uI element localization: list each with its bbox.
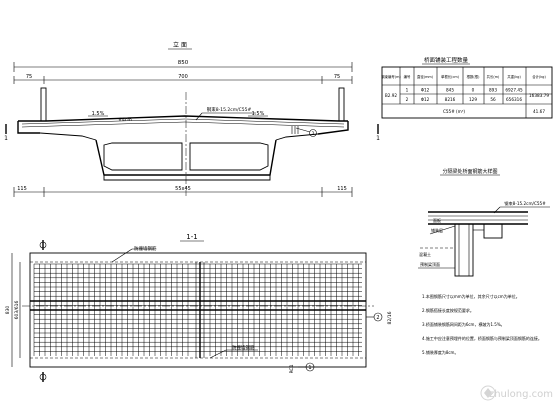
left-barrier-post <box>40 87 47 122</box>
detail-label-c: 混凝土 <box>419 251 431 257</box>
section-mark-right: 1 <box>376 135 380 142</box>
detail-title: 分隔梁处桥面钢筋大样图 <box>442 168 497 175</box>
r2-len: 8216 <box>445 97 456 102</box>
marker-2-label: 2 <box>312 131 315 137</box>
quantity-table: 桥面铺装工程数量 钢束编号(m) 编号 直径(mm) 单根长(cm) 根数(根)… <box>381 56 553 119</box>
r2-dia: Φ12 <box>421 97 430 102</box>
note-4: 4.施工中应注意预埋件的位置，桥面钢筋与预制梁顶面钢筋的连接。 <box>422 335 542 341</box>
note-1: 1.本图钢筋尺寸以mm为单位，其余尺寸以cm为单位。 <box>422 293 520 299</box>
plan-dim-left-2: 603/616 <box>14 301 20 320</box>
detail-label-b: 铺装层 <box>431 227 443 233</box>
th-0: 钢束编号(m) <box>381 74 401 79</box>
deck-slab-outline <box>17 115 349 181</box>
watermark-text: zhulong.com <box>489 389 553 400</box>
th-5: 共长(m) <box>487 74 500 79</box>
elevation-top-dimension: 850 <box>13 60 353 72</box>
r2-total-len: 56 <box>490 97 496 102</box>
elevation-view: 立 面 850 75 700 75 <box>4 41 380 197</box>
r1-dia: Φ12 <box>421 88 430 93</box>
r2-count: 129 <box>469 97 477 102</box>
rebar-note: 钢束8-15.2cm/C55# <box>207 106 252 113</box>
section-mark-left: 1 <box>4 135 8 142</box>
marker-circle-2 <box>309 129 317 137</box>
slope-right: 1.5% <box>252 111 265 117</box>
plan-dim-left-1: 830 <box>5 306 11 315</box>
right-barrier-post <box>338 87 345 122</box>
detail-view: 分隔梁处桥面钢筋大样图 钢束8-15.2cm/C55# 面板 铺装层 混凝土 预… <box>418 168 550 277</box>
plan-label-top: 防撞墙钢筋 <box>134 245 157 252</box>
detail-section <box>420 211 528 277</box>
dim-left-75: 75 <box>26 74 32 80</box>
r-sum: 16383.79 <box>529 93 549 98</box>
r1-count: 0 <box>472 88 475 93</box>
detail-label-d: 预制梁顶面 <box>420 261 440 267</box>
th-6: 共重(kg) <box>507 74 521 79</box>
dim-total-850: 850 <box>178 60 189 66</box>
dim-right-75: 75 <box>334 74 340 80</box>
note-2: 2.钢筋搭接长度按规范要求。 <box>422 307 474 313</box>
plan-dim-right: 82/16 <box>387 311 393 324</box>
row-group: B2.92 <box>385 93 398 98</box>
dim-bottom-right: 115 <box>337 186 347 192</box>
cover-note: #4cm <box>118 117 132 123</box>
th-2: 直径(mm) <box>417 74 434 79</box>
r1-weight: 6927.45 <box>505 88 523 93</box>
watermark-logo: zhulong.com <box>480 385 553 401</box>
plan-circle-2-label: 2 <box>376 315 379 321</box>
plan-label-bottom: 防撞墙钢筋 <box>232 344 255 351</box>
note-5: 5.铺装厚度为8cm。 <box>422 349 458 355</box>
r1-no: 1 <box>406 88 409 93</box>
detail-note: 钢束8-15.2cm/C55# <box>504 200 546 207</box>
plan-title: 1-1 <box>186 233 197 241</box>
r1-len: 845 <box>446 88 454 93</box>
table-footer-value: 41.67 <box>533 109 545 114</box>
note-3: 3.桥面铺装钢筋网间距为6cm，横坡为1.5%。 <box>422 321 505 327</box>
th-7: 合计(kg) <box>532 74 546 79</box>
table-title: 桥面铺装工程数量 <box>424 56 469 64</box>
dim-bottom-left: 115 <box>17 186 27 192</box>
plan-bottom-code: RC1 <box>289 364 295 373</box>
r1-total-len: 893 <box>489 88 497 93</box>
th-4: 根数(根) <box>467 74 480 79</box>
slope-left: 1.5% <box>92 111 105 117</box>
dim-mid-700: 700 <box>178 74 188 80</box>
th-3: 单根长(cm) <box>441 74 460 79</box>
detail-label-a: 面板 <box>433 217 441 223</box>
th-1: 编号 <box>404 74 411 79</box>
r2-no: 2 <box>406 97 409 102</box>
plan-view: 1-1 防撞墙钢筋 防撞墙钢筋 830 603/ <box>5 233 393 382</box>
table-footer-label: C55# (m³) <box>443 109 465 114</box>
dim-bottom-total: 55x45 <box>175 186 191 192</box>
plan-circle-1-label: 1 <box>308 365 311 371</box>
elevation-bottom-dimension: 115 55x45 115 <box>13 186 353 197</box>
plan-left-dimensions: 830 603/616 <box>5 253 21 367</box>
elevation-sub-dimension: 75 700 75 <box>13 74 353 84</box>
notes-block: 1.本图钢筋尺寸以mm为单位，其余尺寸以cm为单位。 2.钢筋搭接长度按规范要求… <box>422 293 542 355</box>
elevation-title: 立 面 <box>173 41 187 49</box>
r2-weight: 656316 <box>506 97 522 102</box>
